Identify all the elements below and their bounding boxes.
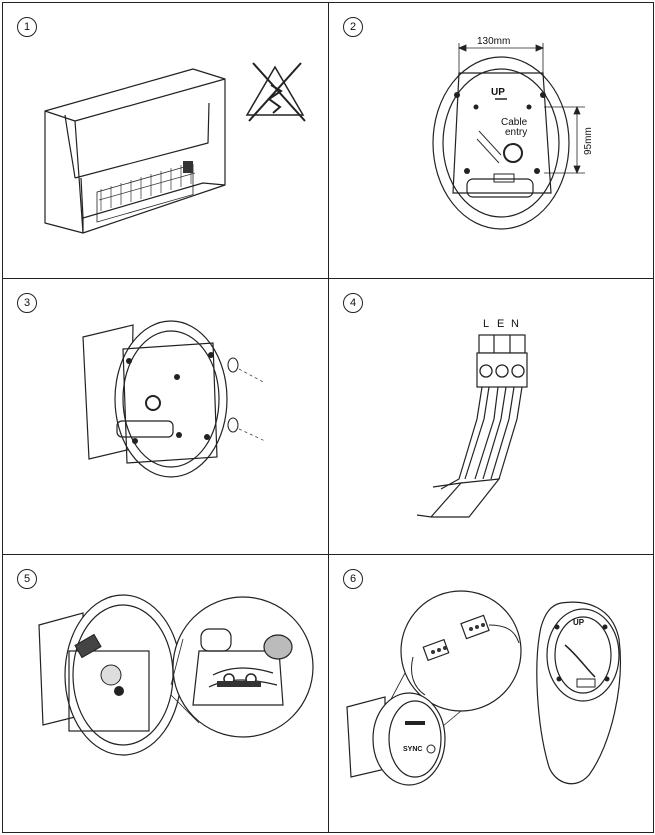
connector-in-box — [74, 633, 102, 659]
terminal-label-E: E — [497, 318, 504, 330]
cable-entry-hole — [503, 143, 523, 163]
terminal-label-L: L — [483, 318, 489, 330]
back-box-dimensions-illustration: UP Cable entry 130mm 95mm — [432, 36, 594, 230]
step-number: 4 — [343, 293, 363, 313]
cable-clamp-detail-illustration — [38, 594, 314, 756]
step-number: 3 — [17, 293, 37, 313]
consumer-unit-illustration — [44, 62, 306, 234]
step-5-panel: 5 — [3, 555, 329, 833]
terminal-block-wiring-illustration: L E N — [416, 318, 528, 518]
brand-label: SYNC — [403, 746, 422, 753]
step-3-panel: 3 — [3, 279, 329, 555]
height-dimension — [544, 105, 585, 175]
width-dimension — [457, 43, 545, 73]
up-label: UP — [573, 618, 585, 627]
connector-magnifier — [400, 590, 522, 712]
charger-unit — [536, 601, 621, 785]
step-number: 1 — [17, 17, 37, 37]
terminal-block — [476, 334, 528, 388]
step-number: 5 — [17, 569, 37, 589]
width-label: 130mm — [477, 36, 510, 47]
detail-magnifier — [172, 596, 314, 738]
no-voltage-warning-icon — [245, 62, 306, 122]
height-label: 95mm — [583, 127, 594, 155]
up-label: UP — [491, 87, 505, 98]
breaker-grid — [96, 164, 194, 223]
status-led-icon — [426, 744, 436, 754]
step-6-panel: 6 SYNC — [329, 555, 654, 833]
step-1-panel: 1 — [3, 3, 329, 279]
step-number: 6 — [343, 569, 363, 589]
switch-block — [183, 161, 193, 173]
connector-and-cover-illustration: SYNC UP — [346, 590, 621, 786]
wall-plugs — [227, 357, 239, 433]
terminal-label-N: N — [511, 318, 519, 330]
step-number: 2 — [343, 17, 363, 37]
cable-entry-label-2: entry — [505, 127, 527, 138]
step-2-panel: 2 UP Cable entry — [329, 3, 654, 279]
cable-entry-label-1: Cable — [501, 117, 528, 128]
back-box-with-cover — [346, 692, 446, 786]
cable-entry-hole — [145, 395, 161, 411]
back-box-mounting-illustration — [82, 320, 266, 478]
cable-wires — [416, 386, 523, 518]
step-4-panel: 4 L E N — [329, 279, 654, 555]
